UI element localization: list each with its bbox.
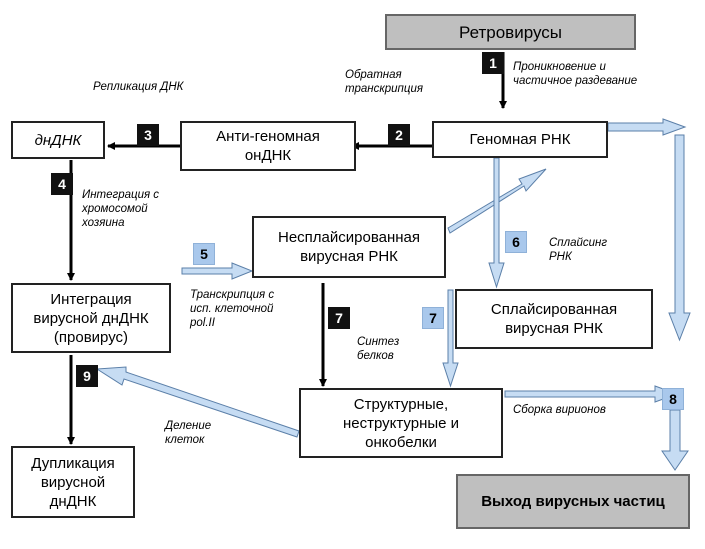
step-badge-9: 9 — [76, 365, 98, 387]
exit-box: Выход вирусных частиц — [456, 474, 690, 529]
note-transcription: Транскрипция с исп. клеточной pol.II — [190, 289, 275, 329]
arrow-assembly — [504, 385, 679, 403]
arrow-splicing — [488, 157, 505, 289]
arrow-spliced-to-proteins — [442, 289, 459, 388]
arrow-cell-division — [95, 366, 300, 438]
step-badge-7-spliced: 7 — [422, 307, 444, 329]
proteins-box: Структурные, неструктурные и онкобелки — [299, 388, 503, 458]
genomic-rna-box: Геномная РНК — [432, 121, 608, 158]
step-badge-2: 2 — [388, 124, 410, 146]
step-badge-1: 1 — [482, 52, 504, 74]
step-badge-6: 6 — [505, 231, 527, 253]
note-protein-synthesis: Синтез белков — [357, 336, 400, 362]
step-badge-8: 8 — [662, 388, 684, 410]
note-dna-replication: Репликация ДНК — [93, 81, 184, 93]
note-integration-chromosome: Интеграция с хромосомой хозяина — [82, 189, 160, 229]
note-cell-division: Деление клеток — [165, 420, 212, 446]
integration-box: Интеграция вирусной днДНК (провирус) — [11, 283, 171, 353]
arrow-to-right-edge — [607, 118, 687, 136]
note-virion-assembly: Сборка вирионов — [513, 404, 606, 416]
unspliced-rna-box: Несплайсированная вирусная РНК — [252, 216, 446, 278]
dsdna-box: днДНК — [11, 121, 105, 159]
note-splicing: Сплайсинг РНК — [549, 237, 608, 263]
duplication-box: Дупликация вирусной днДНК — [11, 446, 135, 518]
arrow-right-column — [668, 134, 691, 342]
step-badge-7-synthesis: 7 — [328, 307, 350, 329]
step-badge-3: 3 — [137, 124, 159, 146]
step-badge-5: 5 — [193, 243, 215, 265]
arrow-transcription — [181, 262, 254, 280]
step-badge-4: 4 — [51, 173, 73, 195]
spliced-rna-box: Сплайсированная вирусная РНК — [455, 289, 653, 349]
arrow-exit — [661, 409, 689, 471]
retroviruses-box: Ретровирусы — [385, 14, 636, 50]
note-reverse-transcription: Обратная транскрипция — [345, 69, 423, 95]
antigenomic-ssdna-box: Анти-геномная онДНК — [180, 121, 356, 171]
note-penetration: Проникновение и частичное раздевание — [513, 61, 638, 87]
